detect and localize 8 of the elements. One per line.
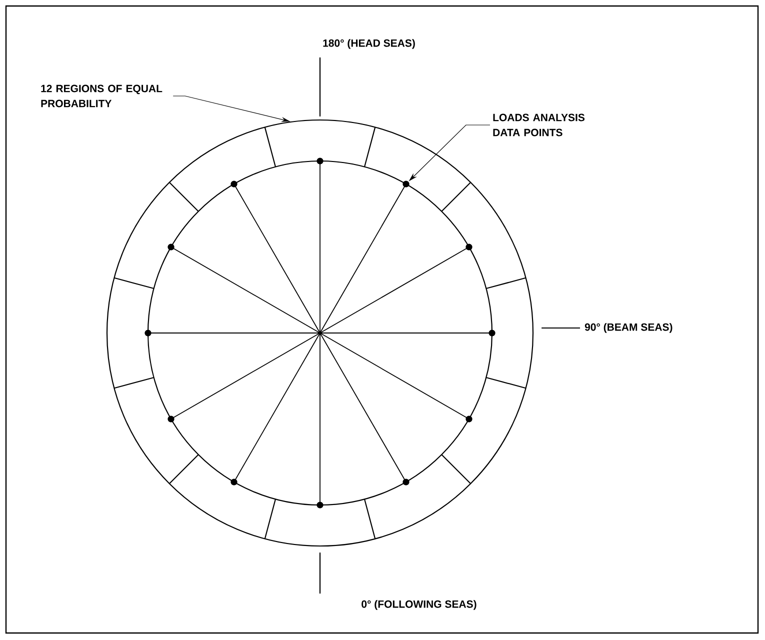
heading-label: 0° (FOLLOWING SEAS) <box>362 600 476 610</box>
callout-text: LOADS ANALYSIS DATA POINTS <box>493 114 585 136</box>
leader-line <box>542 327 580 329</box>
leader-line <box>319 552 321 594</box>
heading-label: 90° (BEAM SEAS) <box>584 323 672 333</box>
callout-text: 12 REGIONS OF EQUAL PROBABILITY <box>41 84 162 108</box>
leader-line <box>319 57 321 116</box>
heading-label: 180° (HEAD SEAS) <box>323 39 415 49</box>
